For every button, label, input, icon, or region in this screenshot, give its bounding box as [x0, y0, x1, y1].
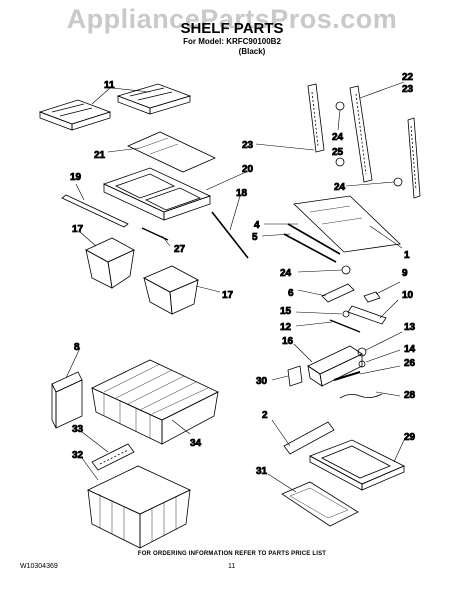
- part-29-tray: [309, 439, 405, 491]
- model-color: (Black): [238, 47, 266, 56]
- leader-lines: [65, 81, 405, 493]
- part-5-strip: [283, 233, 337, 263]
- part-11-shelves: [38, 83, 192, 131]
- part-4-strip: [287, 223, 341, 255]
- part-23-rail-left: [307, 83, 325, 153]
- part-24-clip-d: [341, 265, 351, 275]
- part-19-bar: [61, 194, 129, 228]
- callout-33: 33: [72, 424, 84, 435]
- ordering-note: FOR ORDERING INFORMATION REFER TO PARTS …: [137, 551, 327, 557]
- model-number: For Model: KRFC90100B2: [183, 37, 281, 46]
- part-14-knob: [358, 360, 366, 368]
- callout-8: 8: [74, 342, 80, 353]
- part-10-bracket: [347, 305, 387, 325]
- callout-4: 4: [254, 220, 260, 231]
- callout-16: 16: [282, 336, 294, 347]
- callout-2: 2: [262, 410, 268, 421]
- watermark: AppliancePartsPros.com: [66, 4, 398, 34]
- part-30-clip: [287, 365, 303, 387]
- part-34-wire-basket: [91, 359, 219, 445]
- callout-1: 1: [404, 250, 410, 261]
- callout-17b: 17: [222, 290, 234, 301]
- part-21-glass: [127, 131, 216, 173]
- part-17-drawer-right: [143, 265, 199, 315]
- callout-labels: 11 21 19 17 20 18 27 17 8 33 32 34 22 23…: [70, 72, 416, 478]
- callout-9: 9: [402, 268, 408, 279]
- part-20-crisper-cover: [102, 167, 212, 221]
- callout-15: 15: [280, 306, 292, 317]
- part-8-bracket: [51, 371, 83, 429]
- part-17-drawer-left: [85, 237, 135, 289]
- callout-25: 25: [332, 147, 344, 158]
- callout-10: 10: [402, 290, 414, 301]
- callout-18: 18: [236, 188, 248, 199]
- part-16-adjuster: [307, 345, 363, 387]
- part-28-spring: [339, 393, 383, 399]
- part-26-strip: [333, 371, 361, 381]
- part-12-rod: [329, 319, 361, 333]
- callout-13: 13: [404, 322, 416, 333]
- callout-32: 32: [72, 450, 84, 461]
- callout-6: 6: [288, 288, 294, 299]
- part-13-knob: [357, 347, 367, 357]
- callout-26: 26: [404, 358, 416, 369]
- part-9-clip: [363, 291, 381, 303]
- callout-34: 34: [190, 438, 202, 449]
- callout-28: 28: [404, 390, 416, 401]
- part-15-screw: [342, 310, 350, 318]
- part-2-trim: [283, 421, 335, 455]
- callout-24c: 24: [280, 268, 292, 279]
- callout-11: 11: [104, 80, 115, 91]
- callout-23b: 23: [242, 140, 254, 151]
- callout-14: 14: [404, 344, 416, 355]
- part-31-cover: [281, 481, 359, 527]
- document-number: W10304369: [20, 563, 58, 570]
- part-33-handle: [91, 443, 135, 471]
- part-24-clip-c: [393, 177, 403, 187]
- part-6-bracket: [321, 283, 355, 303]
- part-22-rail-right: [349, 85, 373, 183]
- callout-30: 30: [256, 376, 268, 387]
- callout-12: 12: [280, 322, 292, 333]
- model-info: For Model: KRFC90100B2 (Black): [0, 37, 464, 57]
- callout-22: 22: [402, 72, 414, 83]
- callout-20: 20: [242, 164, 254, 175]
- page-title: SHELF PARTS: [180, 20, 284, 37]
- callout-29: 29: [404, 432, 416, 443]
- callout-17a: 17: [72, 224, 84, 235]
- callout-23a: 23: [402, 84, 414, 95]
- callout-24b: 24: [334, 182, 346, 193]
- part-32-wire-basket: [87, 465, 191, 549]
- part-23-rail-far: [407, 117, 421, 199]
- part-24-clip-a: [335, 101, 345, 111]
- callout-27: 27: [174, 244, 186, 255]
- part-24-clip-b: [335, 157, 345, 167]
- callout-19: 19: [70, 172, 82, 183]
- callout-21: 21: [94, 150, 106, 161]
- callout-24a: 24: [332, 132, 344, 143]
- callout-31: 31: [256, 466, 268, 477]
- part-1-glass-shelf: [293, 195, 401, 253]
- page-number: 11: [228, 563, 236, 570]
- part-18-rod: [211, 211, 249, 259]
- callout-5: 5: [252, 232, 258, 243]
